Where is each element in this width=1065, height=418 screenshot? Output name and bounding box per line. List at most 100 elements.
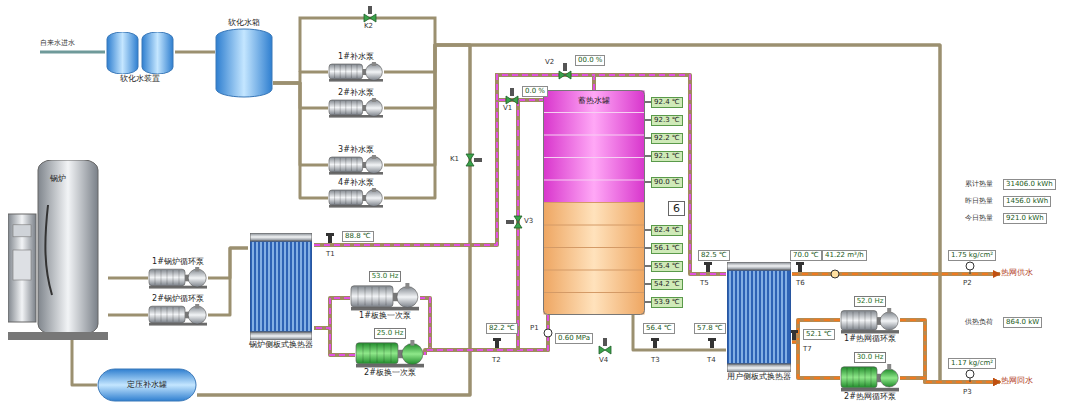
pipe-line	[314, 100, 543, 245]
reading-box: 82.2 ℃	[486, 323, 518, 334]
storage-tank-graphic	[543, 90, 645, 315]
pipe-line	[273, 83, 328, 198]
pipe-line	[420, 298, 548, 350]
terminal-label: 热网供水	[1000, 268, 1034, 278]
pump-symbol-graphic	[148, 267, 208, 289]
pipe-connector	[420, 298, 548, 350]
equipment-label: 蓄热水罐	[543, 96, 645, 106]
valve-tag: V1	[503, 104, 512, 113]
pipe-connector	[792, 342, 840, 378]
pump-symbol: 4#补水泵	[328, 178, 384, 208]
pipe-terminal: 热网回水	[1000, 376, 1034, 386]
pump-symbol: 30.0 Hz 2#热网循环泵	[840, 352, 900, 402]
pipe-line	[208, 248, 248, 278]
pipe-line	[314, 328, 355, 355]
pump-symbol-icon	[328, 98, 384, 118]
panel-caption: 昨日热量	[965, 197, 993, 206]
pipe-line	[108, 277, 148, 280]
pump-symbol-graphic	[840, 364, 900, 392]
pipe-connector	[900, 320, 1000, 382]
pipe-line	[72, 340, 97, 385]
pipe-connector	[792, 320, 840, 342]
pipe-line	[900, 378, 1000, 382]
panel-caption: 供热负荷	[965, 318, 993, 327]
pump-symbol-graphic	[328, 98, 384, 118]
pump-symbol: 2#锅炉循环泵	[148, 294, 208, 326]
storage-tank: 蓄热水罐	[543, 90, 645, 315]
callout-text: 自来水进水	[40, 39, 75, 48]
pump-symbol: 52.0 Hz1#热网循环泵	[840, 296, 900, 344]
boiler: 锅炉	[8, 160, 108, 340]
pump-symbol-icon	[148, 267, 208, 289]
reading-box: 1456.0 kWh	[1003, 196, 1051, 207]
pipe-line	[314, 100, 543, 245]
equipment-label: 1#板换一次泵	[358, 311, 412, 321]
pipe-connector	[72, 340, 97, 385]
pipe-connector	[273, 72, 328, 83]
pump-symbol-graphic	[350, 283, 420, 311]
pipe-connector	[425, 315, 548, 355]
pipe-line	[900, 320, 1000, 382]
softener-tanks-graphic	[105, 32, 175, 74]
heat-exchanger-graphic	[250, 233, 312, 340]
temperature-reading: 55.4 ℃	[651, 261, 683, 272]
pump-symbol-graphic	[328, 188, 384, 208]
pipe-line	[425, 315, 548, 355]
temperature-reading: 54.2 ℃	[651, 279, 683, 290]
gauge-tag: P2	[963, 279, 972, 288]
sensor-tag: T1	[326, 250, 335, 259]
expansion-tank: 定压补水罐	[97, 368, 197, 402]
softener-tanks-icon	[105, 32, 175, 74]
pipe-line	[314, 328, 355, 355]
equipment-label: 锅炉侧板式换热器	[248, 340, 314, 350]
reading-box: 0.0 %	[522, 86, 548, 97]
pump-symbol-graphic	[355, 340, 425, 368]
pipe-line	[792, 320, 840, 342]
reading-box: 82.5 ℃	[698, 250, 730, 261]
pump-symbol: 53.0 Hz 1#板换一次泵	[350, 271, 420, 321]
heat-exchanger-icon	[727, 262, 791, 372]
water-tank-icon	[215, 28, 273, 98]
equipment-label: 定压补水罐	[97, 380, 197, 390]
heat-exchanger: 用户侧板式换热器	[726, 262, 792, 382]
gauge-tag: P1	[530, 324, 539, 333]
equipment-label: 2#热网循环泵	[843, 392, 897, 402]
reading-box: 41.22 m³/h	[822, 250, 867, 261]
equipment-label: 2#板换一次泵	[363, 368, 417, 378]
panel-caption: 累计热量	[965, 180, 993, 189]
sensor-tag: T3	[651, 356, 660, 365]
equipment-label: 4#补水泵	[337, 178, 375, 188]
pump-symbol-graphic	[148, 304, 208, 326]
equipment-label: 2#锅炉循环泵	[151, 294, 205, 304]
softener-tanks: 软化水装置	[105, 32, 175, 84]
pump-symbol: 2#补水泵	[328, 88, 384, 118]
pipe-connector	[384, 45, 1000, 382]
pipe-line	[633, 315, 726, 350]
pipe-line	[900, 378, 1000, 382]
pipe-line	[384, 45, 1000, 382]
temperature-reading: 92.4 ℃	[651, 97, 683, 108]
pump-symbol-icon	[148, 304, 208, 326]
pipe-connector	[314, 100, 543, 245]
pump-symbol-icon	[328, 155, 384, 175]
pipe-connector	[108, 315, 148, 316]
temperature-reading: 92.3 ℃	[651, 115, 683, 126]
pipe-line	[208, 248, 248, 315]
heat-exchanger: 锅炉侧板式换热器	[248, 233, 314, 350]
pump-symbol: 25.0 Hz2#板换一次泵	[355, 328, 425, 378]
frequency-readout: 53.0 Hz	[369, 271, 402, 282]
pump-symbol-icon	[840, 364, 900, 392]
frequency-readout: 30.0 Hz	[854, 352, 887, 363]
storage-tank-icon: 蓄热水罐	[543, 90, 645, 315]
pump-symbol: 3#补水泵	[328, 145, 384, 175]
pipe-connector	[384, 45, 1000, 382]
valve-tag: V4	[599, 356, 608, 365]
pump-symbol-graphic	[840, 308, 900, 334]
pipe-line	[792, 320, 840, 342]
pipe-connector	[900, 378, 1000, 382]
pipe-line	[792, 272, 1000, 276]
reading-box: 70.0 ℃	[790, 250, 822, 261]
reading-box: 57.8 ℃	[694, 323, 726, 334]
pipe-connector	[792, 274, 1000, 275]
